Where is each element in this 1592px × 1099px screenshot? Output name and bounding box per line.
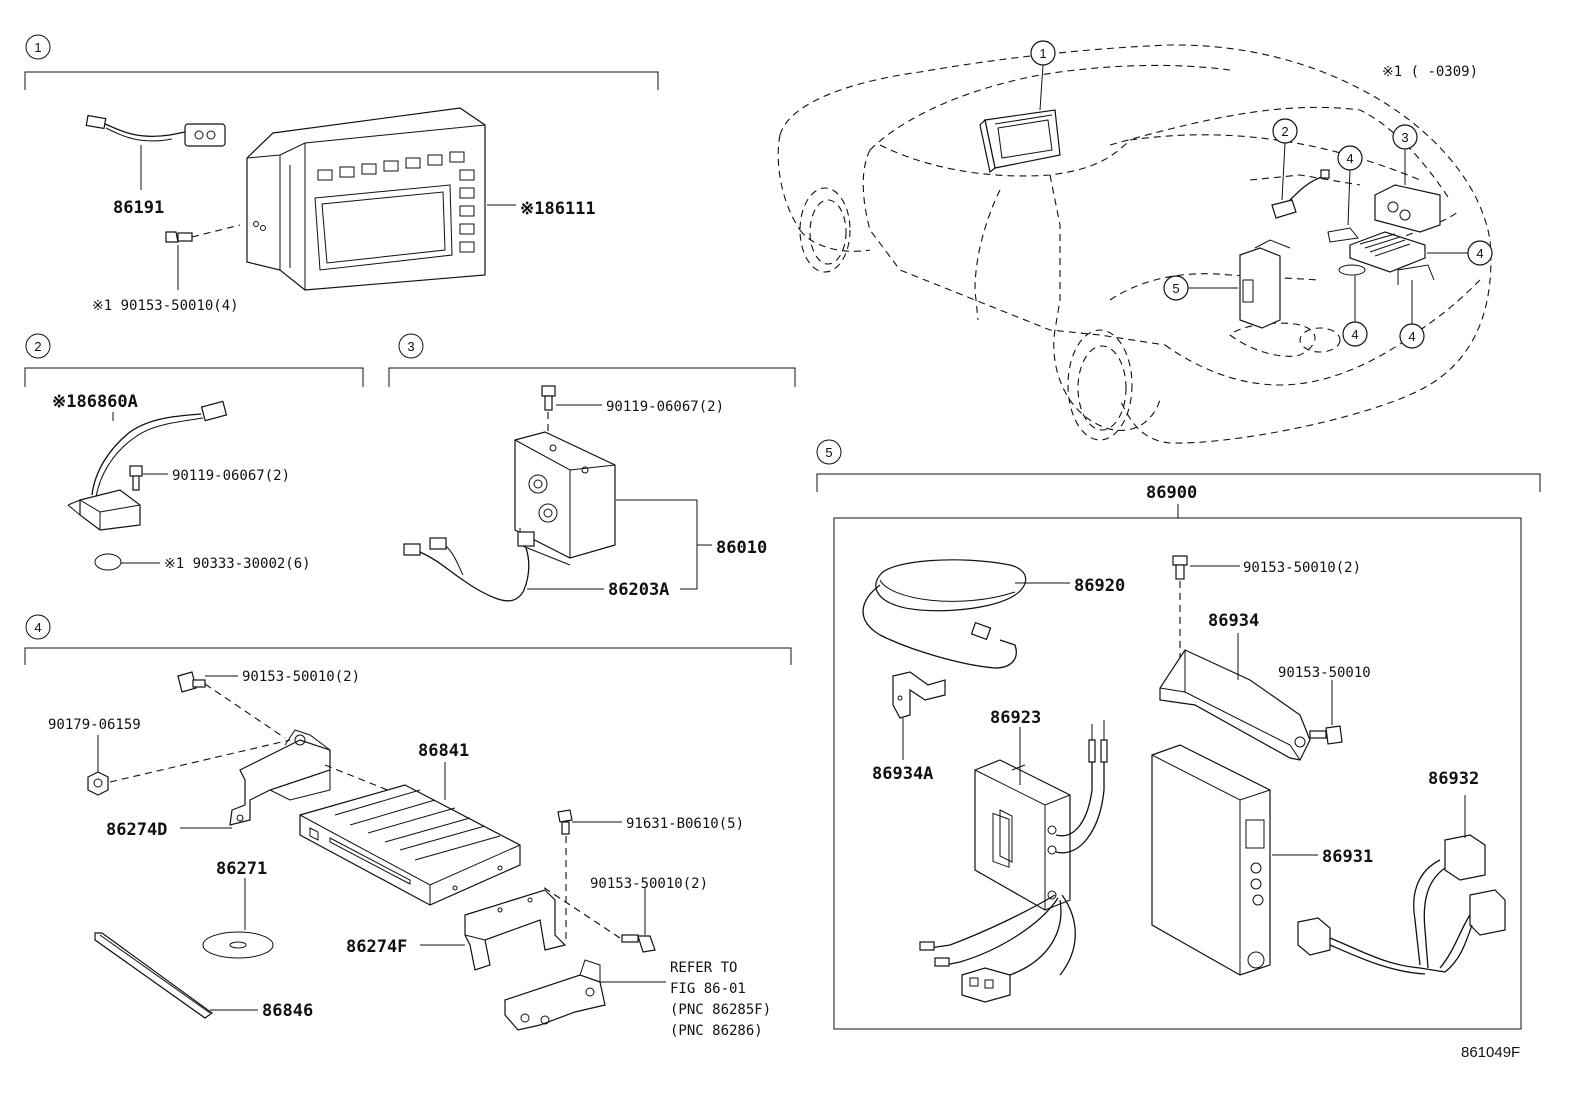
label-86841: 86841 [418,741,469,761]
section-4-bracket [24,647,792,665]
label-s5-bolt-single: 90153-50010 [1278,665,1371,681]
bracket-86934A-drawing [892,671,946,760]
label-refer-4: (PNC 86286) [670,1023,763,1039]
label-refer-3: (PNC 86285F) [670,1002,771,1018]
label-86860A: ※186860A [52,392,138,412]
car-callout-5: 5 [1172,281,1179,296]
label-86191: 86191 [113,198,164,218]
car-sensor-drawing [1271,169,1330,219]
section-2-number: 2 [34,339,41,354]
section-2-bracket [24,367,364,387]
label-s2-pad: ※1 90333-30002(6) [164,556,311,572]
label-86900: 86900 [1146,483,1197,503]
car-callout-lines [1039,64,1468,324]
unit-86010-drawing [514,431,712,589]
label-86923: 86923 [990,708,1041,728]
label-86111: ※186111 [520,199,596,219]
section-4-number: 4 [34,620,41,635]
display-unit-86111-drawing [246,107,516,291]
sensor-86860A-drawing [67,400,228,531]
bolt-90153-single-drawing [1309,680,1343,745]
label-s4-screw: 91631-B0610(5) [626,816,744,832]
section-3-number: 3 [407,339,414,354]
cable-86191-drawing [85,114,226,190]
car-head-unit-drawing [979,109,1061,174]
screw-90153-s1-drawing [165,224,241,290]
bolt-90153-s4-top-drawing [177,671,286,739]
car-callout-1: 1 [1039,46,1046,61]
diagram-id: 861049F [1461,1044,1520,1061]
plate-86846-drawing [94,932,258,1019]
section-5: 5 86900 86920 86934A 90153-50010(2) [816,439,1541,1030]
label-86010: 86010 [716,538,767,558]
car-ecu-drawing [1239,239,1291,329]
label-86271: 86271 [216,859,267,879]
car-callout-circles [1030,40,1493,349]
harness-86203A-drawing [403,531,697,602]
label-s5-bolt: 90153-50010(2) [1243,560,1361,576]
label-s1-screw: ※1 90153-50010(4) [92,298,239,314]
refer-bracket-drawing [504,959,666,1031]
disc-86271-drawing [202,878,274,959]
amp-86923-drawing [919,720,1108,1003]
label-86274F: 86274F [346,937,407,957]
applicability-note: ※1 ( -0309) [1382,64,1478,80]
harness-86932-drawing [1297,795,1506,975]
section-1-number: 1 [34,40,41,55]
section-3-bracket [388,367,796,387]
car-callout-4b: 4 [1476,246,1483,261]
label-86203A: 86203A [608,580,669,600]
bolt-90119-s2-drawing [129,465,168,491]
ecu-86931-drawing [1151,744,1318,976]
label-86274D: 86274D [106,820,167,840]
bracket-86274F-drawing [420,889,567,971]
car-callout-4d: 4 [1408,329,1415,344]
label-refer-1: REFER TO [670,960,737,976]
car-callout-4c: 4 [1351,327,1358,342]
bracket-86274D-drawing [180,729,401,829]
car-callout-2: 2 [1281,124,1288,139]
car-pad-drawing [1338,264,1366,276]
pad-90333-drawing [94,553,160,571]
label-refer-2: FIG 86-01 [670,981,746,997]
section-2: 2 ※186860A 90119-06067(2) ※1 90333-30002… [24,333,364,572]
label-86931: 86931 [1322,847,1373,867]
section-3: 3 90119-06067(2) 86010 [388,333,796,602]
bolt-90119-s3-drawing [541,385,602,440]
label-s2-bolt: 90119-06067(2) [172,468,290,484]
label-86932: 86932 [1428,769,1479,789]
section-4: 4 90153-50010(2) 90179-06159 86274D [24,614,792,1039]
car-overview: 1 2 3 4 4 4 4 5 [777,40,1493,444]
section-5-bracket [816,473,1541,492]
label-s4-nut: 90179-06159 [48,717,141,733]
player-86841-drawing [299,762,521,906]
screw-91631-drawing [557,809,622,940]
label-86846: 86846 [262,1001,313,1021]
label-s4-bolt-top: 90153-50010(2) [242,669,360,685]
label-s3-bolt: 90119-06067(2) [606,399,724,415]
nut-90179-drawing [87,735,291,796]
label-86934: 86934 [1208,611,1259,631]
bracket-86934-drawing [1159,633,1311,761]
section-5-number: 5 [825,445,832,460]
section-1: 1 86191 [24,34,659,314]
car-navi-unit-drawing [1374,184,1441,233]
antenna-86920-drawing [862,559,1070,669]
label-86934A: 86934A [872,764,933,784]
car-player-drawing [1327,227,1435,285]
kit-86900-frame [833,517,1522,1030]
bolt-90153-s4-right-drawing [539,884,656,953]
label-86920: 86920 [1074,576,1125,596]
label-s4-bolt-right: 90153-50010(2) [590,876,708,892]
section-1-bracket [24,71,659,90]
car-callout-3: 3 [1401,130,1408,145]
car-callout-4a: 4 [1346,151,1353,166]
